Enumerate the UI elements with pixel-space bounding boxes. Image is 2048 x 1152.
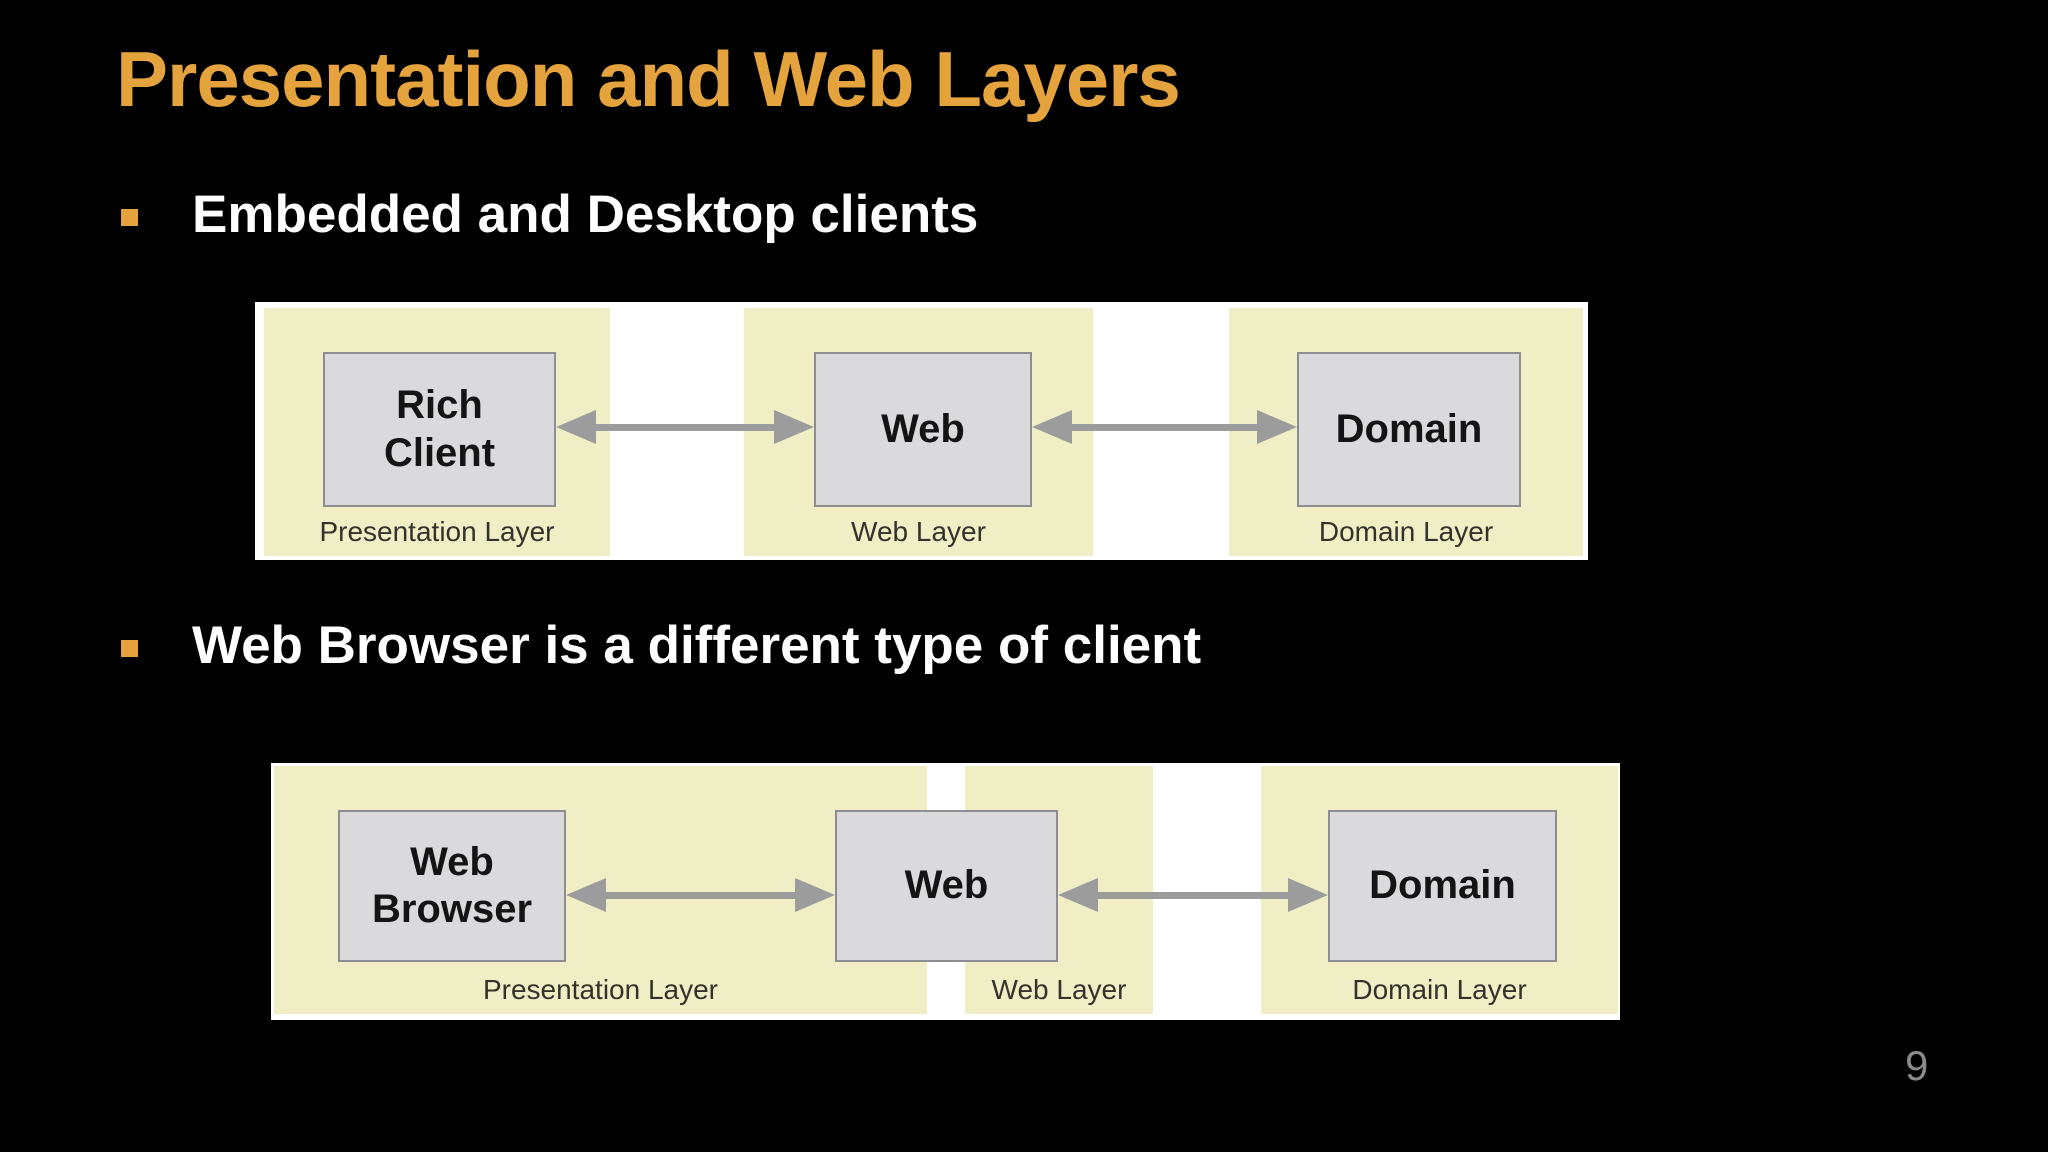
- bidirectional-arrow: [1058, 877, 1328, 913]
- web-box: Web: [835, 810, 1058, 962]
- web-layer-label: Web Layer: [851, 516, 986, 547]
- web-box: Web: [814, 352, 1032, 507]
- bullet-item-embedded-desktop: Embedded and Desktop clients: [192, 185, 979, 244]
- arrow-shaft: [596, 423, 774, 431]
- arrow-right-head-icon: [1257, 410, 1297, 444]
- bidirectional-arrow: [566, 877, 835, 913]
- domain-box-label: Domain: [1335, 406, 1483, 451]
- presentation-layer-label: Presentation Layer: [482, 974, 719, 1005]
- slide-title: Presentation and Web Layers: [116, 35, 1181, 123]
- arrow-shaft: [606, 891, 795, 899]
- arrow-right-head-icon: [774, 410, 814, 444]
- rich-client-box: Rich Client: [323, 352, 556, 507]
- diagram-web-browser-client: Presentation Layer Web Layer Domain Laye…: [271, 763, 1620, 1020]
- arrow-right-head-icon: [795, 878, 835, 912]
- arrow-right-head-icon: [1288, 878, 1328, 912]
- web-box-label: Web: [881, 406, 965, 451]
- bidirectional-arrow: [1032, 409, 1297, 445]
- arrow-left-head-icon: [566, 878, 606, 912]
- arrow-left-head-icon: [1032, 410, 1072, 444]
- domain-box: Domain: [1297, 352, 1521, 507]
- arrow-shaft: [1098, 891, 1288, 899]
- domain-box-label: Domain: [1369, 863, 1516, 908]
- bidirectional-arrow: [556, 409, 814, 445]
- rich-client-box-label: Rich Client: [383, 383, 496, 475]
- bullet-item-web-browser: Web Browser is a different type of clien…: [192, 616, 1202, 675]
- web-browser-box-label: Web Browser: [371, 839, 533, 931]
- domain-layer-label: Domain Layer: [1352, 974, 1527, 1005]
- arrow-shaft: [1072, 423, 1257, 431]
- bullet-marker-icon: [121, 209, 138, 226]
- arrow-left-head-icon: [1058, 878, 1098, 912]
- web-layer-label: Web Layer: [991, 974, 1127, 1005]
- domain-box: Domain: [1328, 810, 1557, 962]
- presentation-layer-label: Presentation Layer: [319, 516, 555, 547]
- page-number: 9: [1905, 1042, 1929, 1089]
- web-browser-box: Web Browser: [338, 810, 566, 962]
- web-box-label: Web: [904, 863, 989, 908]
- bullet-marker-icon: [121, 640, 138, 657]
- arrow-left-head-icon: [556, 410, 596, 444]
- domain-layer-label: Domain Layer: [1318, 516, 1494, 547]
- diagram-embedded-desktop-clients: Presentation Layer Web Layer Domain Laye…: [255, 302, 1588, 560]
